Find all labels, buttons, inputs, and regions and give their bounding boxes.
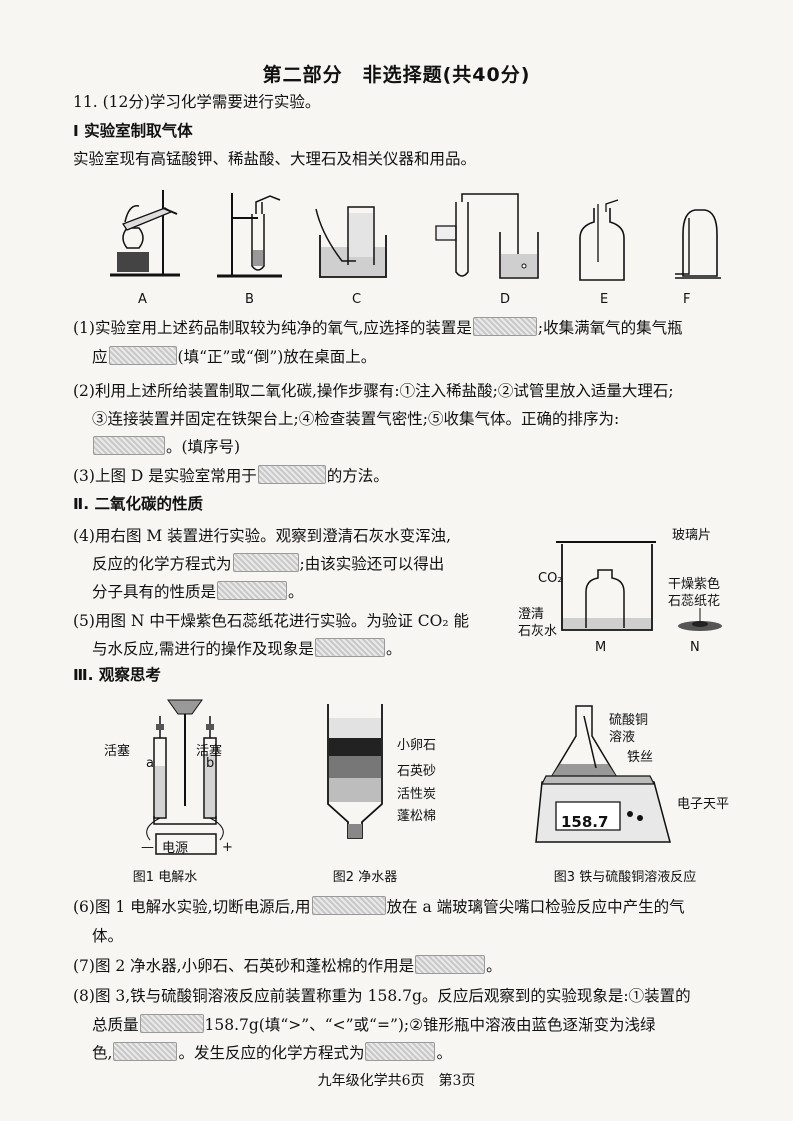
apparatus-b [212, 188, 287, 283]
question-5-line-2: 与水反应,需进行的操作及现象是。 [92, 638, 402, 658]
question-8-line-3: 色,。发生反应的化学方程式为。 [92, 1042, 452, 1062]
answer-blank-8a[interactable] [139, 1014, 204, 1033]
label-c: C [352, 292, 362, 307]
label-a: A [138, 292, 147, 307]
label-minus: — [141, 840, 154, 855]
question-7: (7)图 2 净水器,小卵石、石英砂和蓬松棉的作用是。 [73, 955, 502, 975]
label-iron-wire: 铁丝 [627, 750, 654, 765]
question-6-line-2: 体。 [92, 927, 124, 945]
figure-n-flower [678, 608, 722, 631]
apparatus-c [312, 195, 392, 283]
apparatus-e [572, 204, 632, 284]
answer-blank-2[interactable] [93, 436, 165, 455]
question-4-line-3: 分子具有的性质是。 [92, 581, 304, 601]
section-1-intro: 实验室现有高锰酸钾、稀盐酸、大理石及相关仪器和用品。 [73, 150, 477, 168]
answer-blank-6[interactable] [311, 896, 386, 915]
answer-blank-8b[interactable] [113, 1042, 178, 1061]
section-1-heading: Ⅰ 实验室制取气体 [73, 122, 193, 140]
question-2-line-2: ③连接装置并固定在铁架台上;④检查装置气密性;⑤收集气体。正确的排序为: [92, 410, 620, 428]
answer-blank-3[interactable] [257, 465, 326, 484]
label-pebbles: 小卵石 [397, 738, 437, 753]
answer-blank-8c[interactable] [365, 1042, 436, 1061]
question-5-line-1: (5)用图 N 中干燥紫色石蕊纸花进行实验。为验证 CO₂ 能 [73, 612, 470, 630]
label-paper-1: 干燥紫色 [668, 577, 721, 592]
question-3: (3)上图 D 是实验室常用于的方法。 [73, 465, 389, 485]
label-cotton: 蓬松棉 [397, 809, 437, 824]
label-copper-sulfate-2: 溶液 [609, 730, 636, 745]
label-glass-plate: 玻璃片 [672, 528, 712, 543]
figure-2-caption: 图2 净水器 [332, 870, 398, 885]
question-2-line-1: (2)利用上述所给装置制取二氧化碳,操作步骤有:①注入稀盐酸;②试管里放入适量大… [73, 382, 674, 400]
answer-blank-1b[interactable] [108, 346, 177, 365]
figure-1-electrolysis [130, 696, 240, 858]
label-limewater-1: 澄清 [518, 607, 545, 622]
label-b-end: b [206, 756, 215, 771]
figure-1-caption: 图1 电解水 [132, 870, 198, 885]
label-power: 电源 [162, 841, 189, 856]
answer-blank-4b[interactable] [217, 581, 288, 600]
label-paper-2: 石蕊纸花 [668, 594, 721, 609]
section-3-heading: Ⅲ. 观察思考 [73, 666, 161, 684]
question-4-line-2: 反应的化学方程式为;由该实验还可以得出 [92, 553, 445, 573]
label-valve-right: 活塞 [196, 744, 223, 759]
answer-blank-1a[interactable] [472, 317, 537, 336]
question-8-line-1: (8)图 3,铁与硫酸铜溶液反应前装置称重为 158.7g。反应后观察到的实验现… [73, 987, 691, 1005]
apparatus-a [105, 180, 185, 285]
question-6-line-1: (6)图 1 电解水实验,切断电源后,用放在 a 端玻璃管尖嘴口检验反应中产生的… [73, 896, 685, 916]
apparatus-d [430, 188, 550, 286]
figure-3-caption: 图3 铁与硫酸铜溶液反应 [553, 870, 697, 885]
label-quartz-sand: 石英砂 [397, 764, 437, 779]
answer-blank-4a[interactable] [232, 553, 299, 572]
label-d: D [500, 292, 511, 307]
figure-m-beaker [556, 532, 661, 637]
label-plus: + [222, 840, 233, 855]
answer-blank-7[interactable] [415, 955, 486, 974]
label-co2: CO₂ [538, 571, 563, 586]
label-activated-carbon: 活性炭 [397, 787, 437, 802]
answer-blank-5[interactable] [314, 638, 385, 657]
figure-3-balance [534, 706, 674, 856]
question-2-line-3: 。(填序号) [92, 436, 240, 458]
label-m: M [595, 640, 607, 655]
label-b: B [245, 292, 254, 307]
label-valve-left: 活塞 [104, 744, 131, 759]
page-footer: 九年级化学共6页 第3页 [317, 1073, 476, 1089]
question-11: 11. (12分)学习化学需要进行实验。 [73, 93, 321, 111]
section-2-heading: Ⅱ. 二氧化碳的性质 [73, 495, 203, 513]
question-1-line-2: 应(填“正”或“倒”)放在桌面上。 [92, 346, 377, 366]
label-copper-sulfate-1: 硫酸铜 [609, 713, 649, 728]
label-electronic-balance: 电子天平 [677, 797, 730, 812]
label-limewater-2: 石灰水 [518, 624, 558, 639]
label-f: F [683, 292, 691, 307]
apparatus-f [663, 204, 723, 284]
balance-reading: 158.7 [561, 813, 609, 831]
label-e: E [600, 292, 609, 307]
figure-2-purifier [326, 704, 384, 840]
label-n: N [690, 640, 700, 655]
page-title: 第二部分 非选择题(共40分) [262, 64, 531, 86]
label-a-end: a [146, 756, 154, 771]
question-1-line-1: (1)实验室用上述药品制取较为纯净的氧气,应选择的装置是;收集满氧气的集气瓶 [73, 317, 683, 337]
question-4-line-1: (4)用右图 M 装置进行实验。观察到澄清石灰水变浑浊, [73, 527, 452, 545]
